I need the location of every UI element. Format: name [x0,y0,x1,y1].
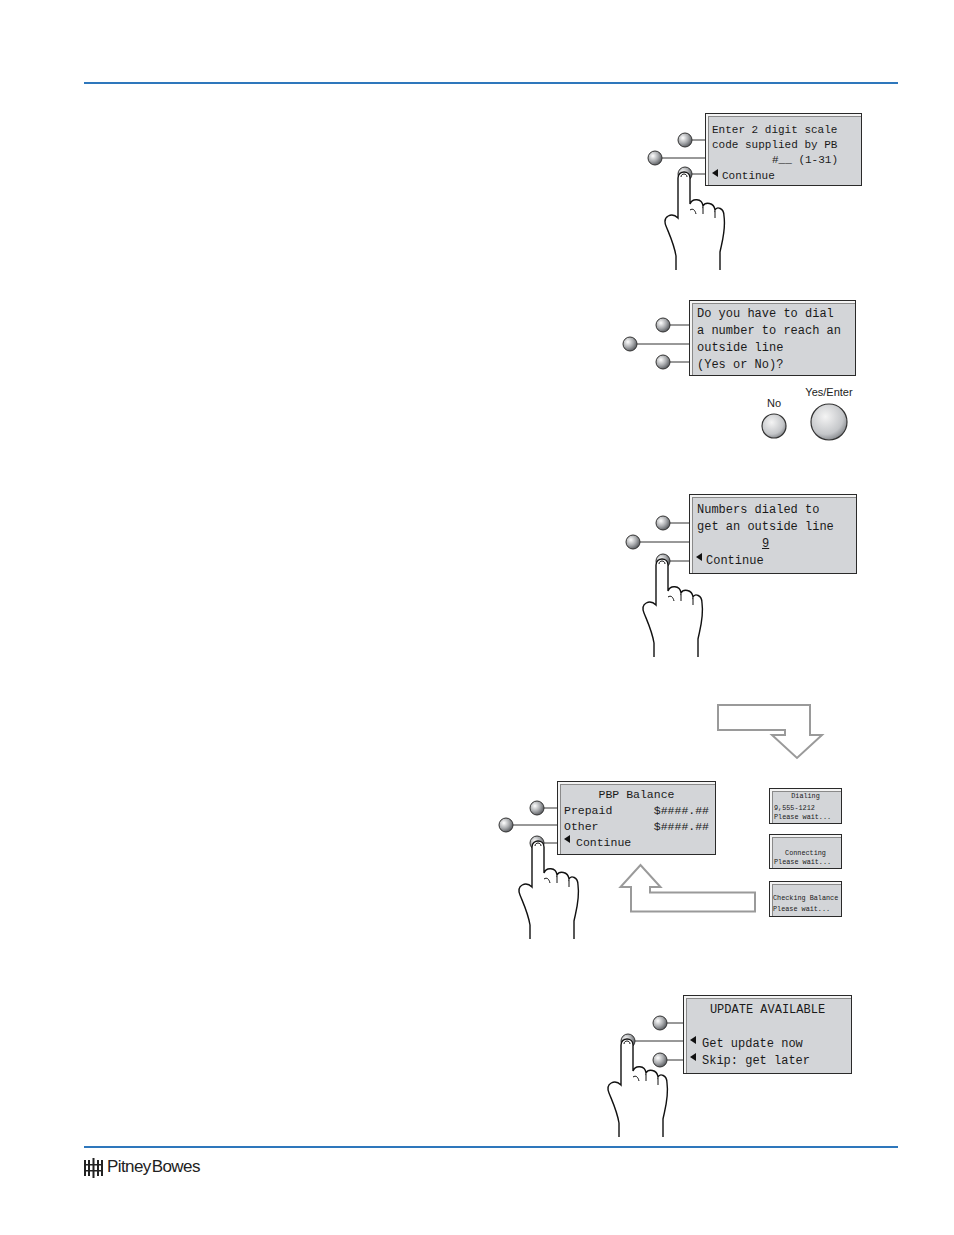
footer-rule [84,1146,898,1148]
screen-text: Please wait... [774,813,831,822]
no-key [762,414,786,438]
screen-text: $####.## [654,803,709,819]
yes-enter-key [811,404,847,440]
continue-arrow [563,834,571,844]
screen-text: Continue [722,169,775,184]
screen-text: Continue [706,553,764,570]
screen-text: #__ (1-31) [772,153,838,168]
soft-keys [648,133,705,181]
pointing-hand [608,1039,667,1137]
lcd-screen: PBP BalancePrepaid $####.## Other $####.## C… [557,781,716,855]
screen-text: Other [564,819,599,835]
screen-text: Continue [576,835,631,851]
lcd-screen: Checking BalancePlease wait... [769,881,842,917]
continue-arrow [711,168,719,178]
screen-text: Please wait... [773,905,830,914]
flow-arrow [621,865,756,912]
continue-arrow [689,1035,697,1045]
pointing-hand [665,172,724,270]
screen-text: 9,555-1212 [774,804,815,813]
lcd-screen: Dialing 9,555-1212Please wait... [769,788,842,824]
screen-text: Dialing [770,792,841,801]
screen-text: Checking Balance [773,894,838,903]
screen-text: Enter 2 digit scale code supplied by PB [712,123,844,153]
continue-arrow [689,1052,697,1062]
soft-keys [623,318,689,369]
screen-text: Prepaid [564,803,612,819]
screen-text: Please wait... [774,858,831,867]
pointing-hand [519,841,578,939]
header-rule [84,82,898,84]
key-label: No [767,397,781,409]
screen-text: PBP Balance [558,787,715,803]
screen-text: Numbers dialed to get an outside line [697,502,839,536]
screen-text: 9 [762,536,769,553]
brand-logo: Pitney Bowes [107,1157,200,1177]
lcd-screen: ConnectingPlease wait... [769,834,842,869]
lcd-screen: UPDATE AVAILABLE Get update nowSkip: get … [683,995,852,1074]
flow-arrow [718,705,822,758]
lcd-screen: Numbers dialed to get an outside line9Co… [689,494,857,574]
continue-arrow [695,552,703,562]
screen-text: Skip: get later [702,1053,810,1070]
screen-text: UPDATE AVAILABLE [684,1002,851,1019]
lcd-screen: Do you have to dial a number to reach an… [689,300,856,376]
soft-keys [499,801,557,850]
screen-text: (Yes or No)? [697,357,783,374]
screen-text: Connecting [770,849,841,858]
screen-text: Do you have to dial a number to reach an… [697,306,847,357]
screen-text: $####.## [654,819,709,835]
screen-text: Get update now [702,1036,803,1053]
lcd-screen: Enter 2 digit scale code supplied by PB#… [705,113,862,186]
key-label: Yes/Enter [805,386,852,398]
logo-mark [84,1158,103,1178]
